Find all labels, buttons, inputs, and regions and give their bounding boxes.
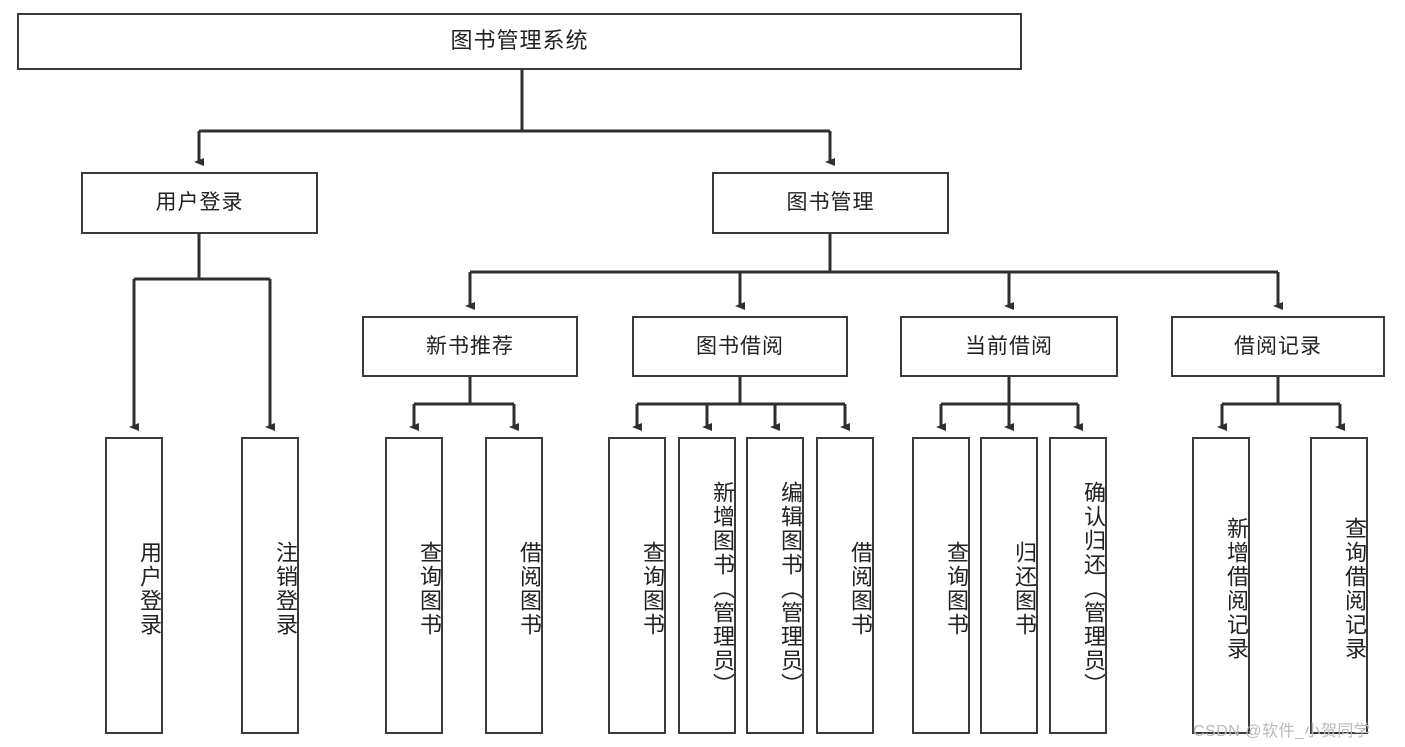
leaf-user-login-logout[interactable]: 注销登录 (241, 437, 299, 734)
node-label: 图书管理系统 (450, 28, 589, 54)
node-borrowing-record[interactable]: 借阅记录 (1171, 316, 1385, 377)
csdn-watermark: CSDN @软件_小贺同学 (1193, 723, 1371, 740)
node-user-login[interactable]: 用户登录 (81, 172, 318, 234)
leaf-borrow-record-add-record[interactable]: 新增借阅记录 (1192, 437, 1250, 734)
node-root-book-management-system[interactable]: 图书管理系统 (17, 13, 1022, 70)
leaf-new-book-borrow-book[interactable]: 借阅图书 (485, 437, 543, 734)
node-label: 确认归还（管理员） (1081, 480, 1106, 697)
node-label: 用户登录 (137, 540, 162, 637)
leaf-book-borrow-add-book-admin[interactable]: 新增图书（管理员） (678, 437, 736, 734)
leaf-current-borrow-return-book[interactable]: 归还图书 (980, 437, 1038, 734)
node-label: 新书推荐 (426, 334, 514, 358)
node-book-management[interactable]: 图书管理 (712, 172, 949, 234)
leaf-book-borrow-query-book[interactable]: 查询图书 (608, 437, 666, 734)
node-label: 查询借阅记录 (1342, 516, 1367, 661)
node-label: 归还图书 (1012, 540, 1037, 637)
leaf-book-borrow-borrow-book[interactable]: 借阅图书 (816, 437, 874, 734)
node-book-borrowing[interactable]: 图书借阅 (632, 316, 848, 377)
node-label: 注销登录 (273, 540, 298, 637)
leaf-user-login-login[interactable]: 用户登录 (105, 437, 163, 734)
node-label: 新增借阅记录 (1224, 516, 1249, 661)
node-label: 图书管理 (786, 191, 875, 215)
leaf-new-book-query-book[interactable]: 查询图书 (385, 437, 443, 734)
node-label: 借阅记录 (1234, 334, 1322, 358)
node-label: 借阅图书 (517, 540, 542, 637)
node-label: 查询图书 (944, 540, 969, 637)
node-label: 编辑图书（管理员） (778, 480, 803, 697)
leaf-book-borrow-edit-book-admin[interactable]: 编辑图书（管理员） (746, 437, 804, 734)
node-label: 用户登录 (155, 191, 244, 215)
node-label: 查询图书 (640, 540, 665, 637)
node-label: 查询图书 (417, 540, 442, 637)
node-new-book-recommendation[interactable]: 新书推荐 (362, 316, 578, 377)
node-label: 新增图书（管理员） (710, 480, 735, 697)
node-label: 当前借阅 (965, 334, 1053, 358)
leaf-borrow-record-query-record[interactable]: 查询借阅记录 (1310, 437, 1368, 734)
leaf-current-borrow-confirm-return-admin[interactable]: 确认归还（管理员） (1049, 437, 1107, 734)
leaf-current-borrow-query-book[interactable]: 查询图书 (912, 437, 970, 734)
node-label: 借阅图书 (848, 540, 873, 637)
node-current-borrowing[interactable]: 当前借阅 (900, 316, 1118, 377)
node-label: 图书借阅 (696, 334, 784, 358)
